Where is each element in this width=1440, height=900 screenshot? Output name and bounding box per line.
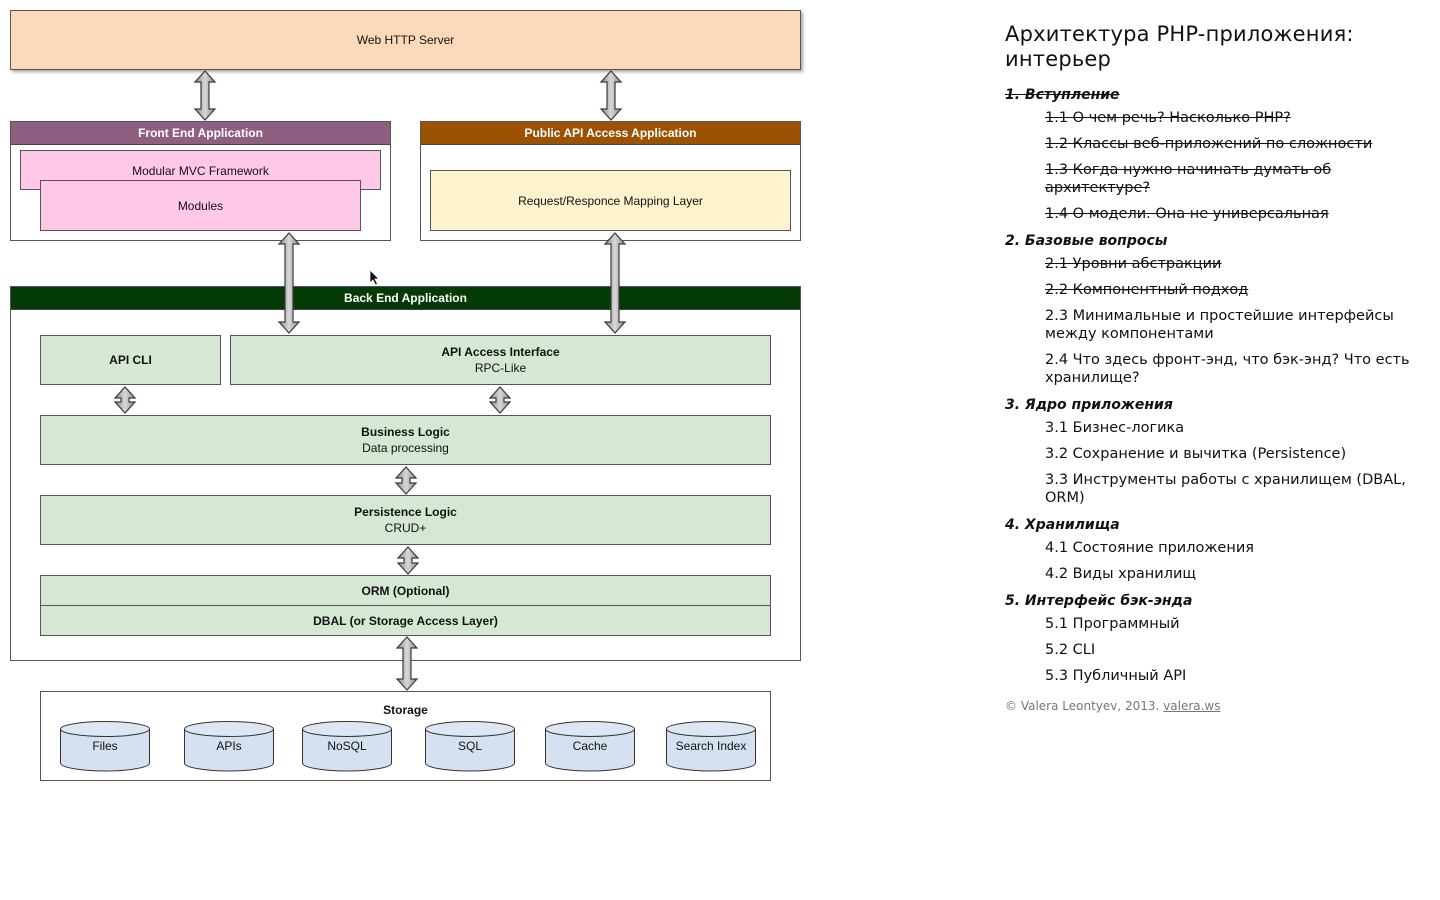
outline-item: 5.3 Публичный API <box>1045 668 1187 684</box>
business-logic-label: Business Logic <box>361 425 450 439</box>
business-logic-sublabel: Data processing <box>362 441 449 455</box>
section-title: 5. Интерфейс бэк-энда <box>1005 593 1193 609</box>
arrow-server-frontend <box>193 70 217 121</box>
storage-item-label: APIs <box>216 739 242 753</box>
outline-item: 2.3 Минимальные и простейшие интерфейсы … <box>1045 308 1394 342</box>
storage-item-label: Files <box>92 739 118 753</box>
outline-section: 3. Ядро приложения 3.1 Бизнес-логика 3.2 С… <box>1005 395 1430 507</box>
cylinder-shape <box>302 721 392 772</box>
modules-box: Modules <box>40 180 361 231</box>
outline-item: 3.2 Сохранение и вычитка (Persistence) <box>1045 446 1347 462</box>
storage-item-label: Search Index <box>675 739 747 753</box>
outline-item: 1.1 О чем речь? Насколько PHP? <box>1045 110 1291 126</box>
business-logic-box: Business Logic Data processing <box>40 415 771 465</box>
outline-item: 3.1 Бизнес-логика <box>1045 420 1185 436</box>
mapping-layer-label: Request/Responce Mapping Layer <box>518 193 703 208</box>
outline-section: 4. Хранилища 4.1 Состояние приложения 4.2 … <box>1005 515 1430 583</box>
section-title: 2. Базовые вопросы <box>1005 233 1168 249</box>
cylinder-shape <box>60 721 150 772</box>
dbal-label: DBAL (or Storage Access Layer) <box>313 613 498 628</box>
api-access-interface-box: API Access Interface RPC-Like <box>230 335 771 385</box>
outline-item: 2.1 Уровни абстракции <box>1045 256 1222 272</box>
arrow-server-publicapi <box>599 70 623 121</box>
storage-item-label: NoSQL <box>327 739 367 753</box>
cylinder-shape <box>425 721 515 772</box>
footer-link[interactable]: valera.ws <box>1163 699 1221 713</box>
outline-title: Архитектура PHP-приложения: интерьер <box>1005 22 1354 71</box>
outline-item: 3.3 Инструменты работы с хранилищем (DBA… <box>1045 472 1406 506</box>
cylinder-shape <box>666 721 756 772</box>
api-cli-label: API CLI <box>109 353 152 367</box>
request-response-mapping-layer: Request/Responce Mapping Layer <box>430 170 791 231</box>
orm-label: ORM (Optional) <box>361 583 450 598</box>
storage-cylinder: Files <box>60 721 150 772</box>
cylinder-shape <box>545 721 635 772</box>
outline-item: 5.1 Программный <box>1045 616 1180 632</box>
cylinder-shape <box>184 721 274 772</box>
persistence-logic-sublabel: CRUD+ <box>384 521 427 535</box>
api-cli-box: API CLI <box>40 335 221 385</box>
storage-cylinder: SQL <box>425 721 515 772</box>
web-http-server-label: Web HTTP Server <box>356 33 455 47</box>
outline-panel: Архитектура PHP-приложения: интерьер 1. … <box>1005 22 1430 713</box>
mouse-cursor-icon <box>369 269 380 286</box>
api-access-label: API Access Interface <box>441 345 560 359</box>
outline-sections: 1. Вступление 1.1 О чем речь? Насколько P… <box>1005 85 1430 685</box>
storage-box: Storage <box>40 691 771 781</box>
outline-section: 2. Базовые вопросы 2.1 Уровни абстракции 2… <box>1005 231 1430 387</box>
outline-item: 1.2 Классы веб-приложений по сложности <box>1045 136 1373 152</box>
web-http-server-box: Web HTTP Server <box>10 10 801 70</box>
outline-item: 2.4 Что здесь фронт-энд, что бэк-энд? Чт… <box>1045 352 1410 386</box>
storage-item-label: SQL <box>457 739 482 753</box>
outline-item: 2.2 Компонентный подход <box>1045 282 1249 298</box>
outline-section: 5. Интерфейс бэк-энда 5.1 Программный 5.2 … <box>1005 591 1430 685</box>
section-title: 4. Хранилища <box>1005 517 1120 533</box>
persistence-logic-label: Persistence Logic <box>354 505 457 519</box>
storage-cylinder: Cache <box>545 721 635 772</box>
persistence-logic-box: Persistence Logic CRUD+ <box>40 495 771 545</box>
outline-item: 1.3 Когда нужно начинать думать об архит… <box>1045 162 1332 196</box>
dbal-box: DBAL (or Storage Access Layer) <box>40 605 771 636</box>
storage-item-label: Cache <box>572 739 608 753</box>
storage-title: Storage <box>383 703 428 717</box>
outline-item: 4.2 Виды хранилищ <box>1045 566 1197 582</box>
orm-box: ORM (Optional) <box>40 575 771 606</box>
section-title: 3. Ядро приложения <box>1005 397 1173 413</box>
outline-item: 1.4 О модели. Она не универсальная <box>1045 206 1329 222</box>
outline-section: 1. Вступление 1.1 О чем речь? Насколько P… <box>1005 85 1430 223</box>
section-title: 1. Вступление <box>1005 87 1120 103</box>
storage-cylinder: Search Index <box>666 721 756 772</box>
modular-mvc-label: Modular MVC Framework <box>132 164 269 178</box>
storage-cylinder: NoSQL <box>302 721 392 772</box>
footer: © Valera Leontyev, 2013. valera.ws <box>1005 699 1430 713</box>
outline-item: 5.2 CLI <box>1045 642 1096 658</box>
storage-cylinder: APIs <box>184 721 274 772</box>
api-access-sublabel: RPC-Like <box>474 361 527 375</box>
outline-item: 4.1 Состояние приложения <box>1045 540 1254 556</box>
back-end-header: Back End Application <box>11 287 800 310</box>
footer-text: © Valera Leontyev, 2013. <box>1005 699 1164 713</box>
modules-label: Modules <box>177 198 224 213</box>
public-api-header: Public API Access Application <box>421 122 800 145</box>
front-end-header: Front End Application <box>11 122 390 145</box>
